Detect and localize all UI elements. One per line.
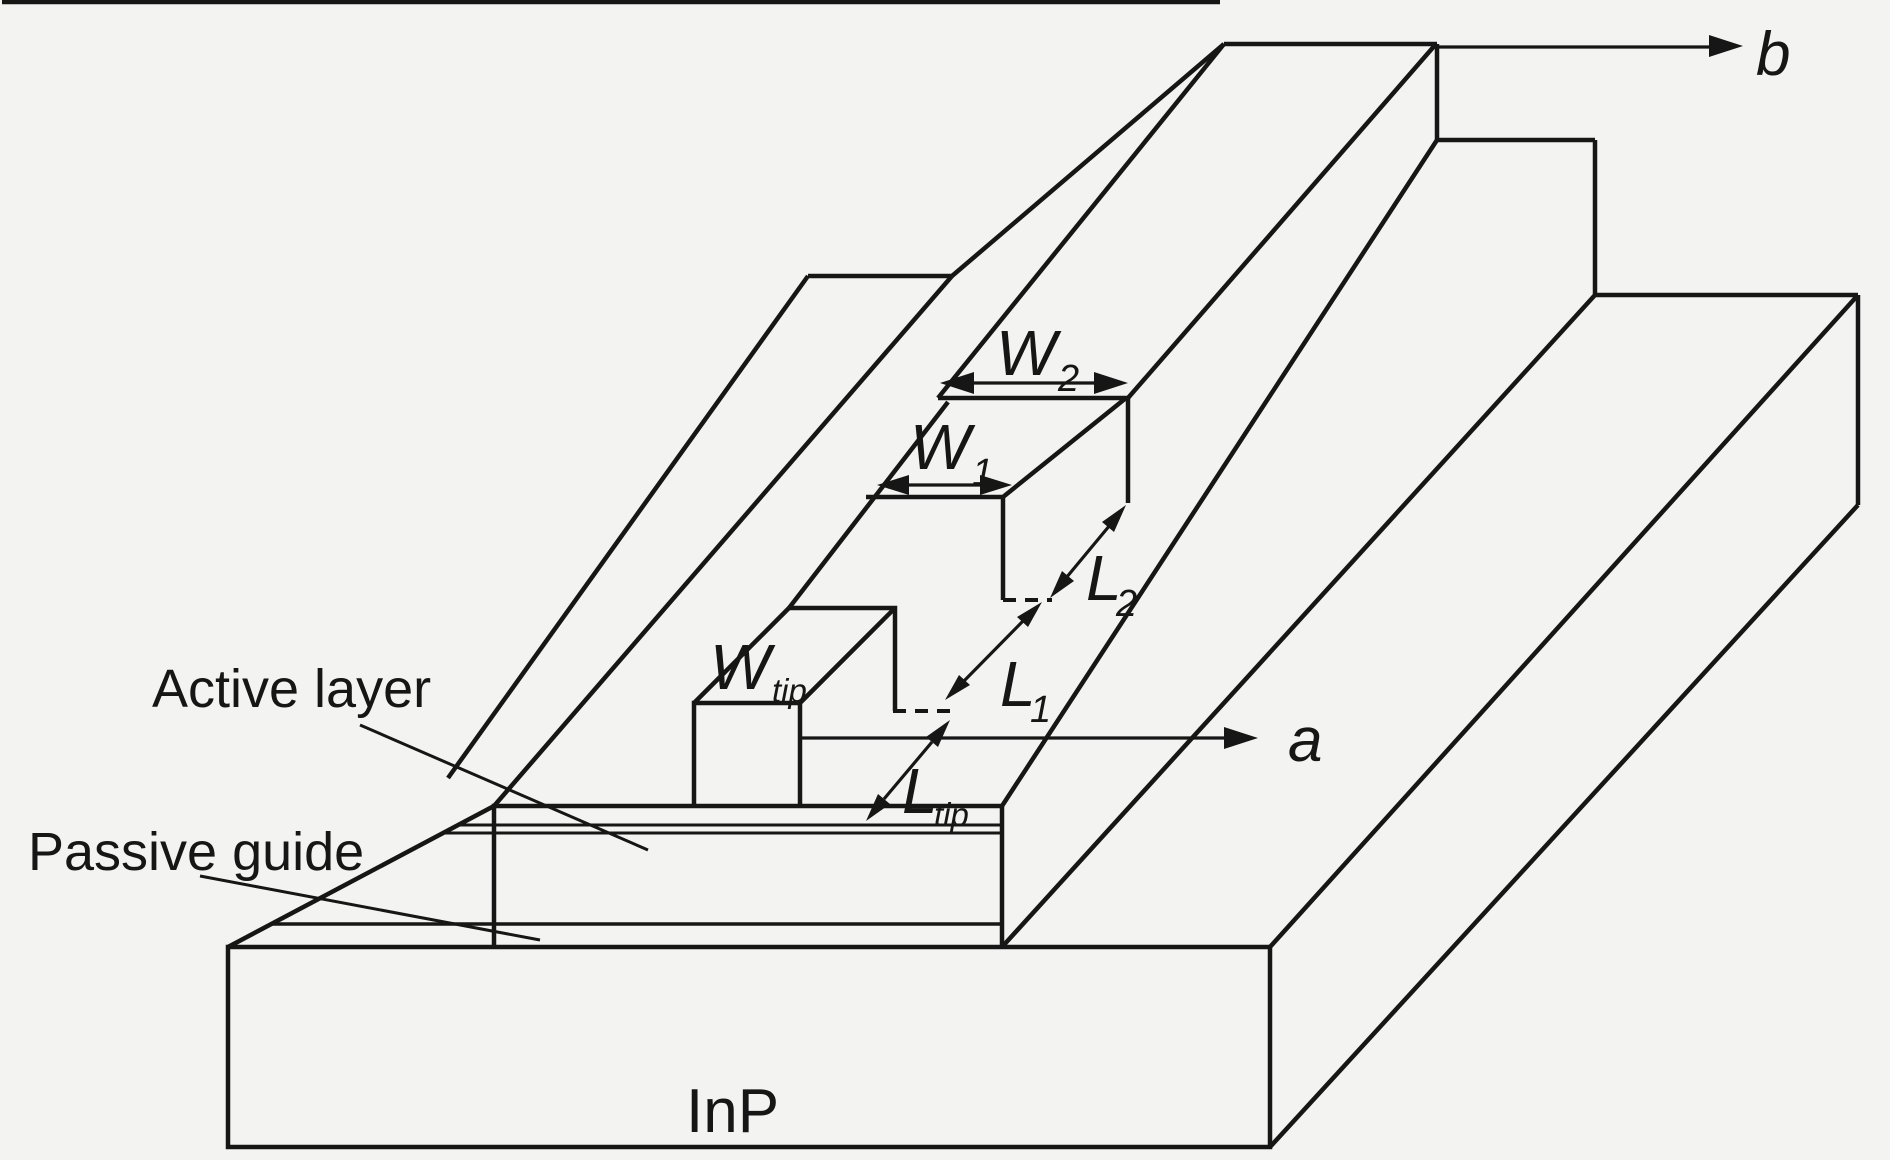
ltip-label: L — [902, 755, 938, 827]
w1-section-left-top-edge — [787, 400, 950, 610]
w1-right-arrowhead-icon — [980, 475, 1012, 495]
ltip-lower-arrowhead-icon — [866, 794, 890, 821]
l1-upper-arrowhead-icon — [1017, 602, 1042, 627]
l1-label: L — [1000, 648, 1036, 720]
left-shoulder-outer-top-edge — [446, 274, 810, 780]
w2-step-front-face — [866, 494, 1006, 600]
ltip-label-sub: tip — [934, 796, 969, 833]
right-shoulder-inner-top-edge — [1000, 138, 1439, 808]
l1-dimension-line — [961, 618, 1026, 684]
w2-ridge-right-top-edge — [1126, 42, 1438, 400]
tip-top-left-edge — [692, 606, 791, 705]
groove-left-back-edge — [950, 42, 1226, 278]
l2-label: L — [1086, 542, 1122, 614]
w2-left-arrowhead-icon — [940, 372, 974, 394]
w1-section-front-face — [789, 605, 898, 711]
w2-right-arrowhead-icon — [1094, 372, 1128, 394]
ltip-dimension-line — [882, 740, 934, 801]
axis-a-arrowhead-icon — [1224, 727, 1258, 749]
ltip-upper-arrowhead-icon — [926, 720, 950, 747]
left-shoulder-inner-top-edge — [492, 274, 954, 808]
passive-guide-leader-line — [199, 874, 541, 942]
w2-label-sub: 2 — [1057, 358, 1079, 400]
l1-label-sub: 1 — [1030, 689, 1051, 731]
axis-b-arrowhead-icon — [1709, 35, 1743, 57]
active-layer-leader-line — [359, 723, 649, 852]
w2-section-front-face — [938, 395, 1131, 503]
w2-label: W — [996, 317, 1062, 389]
wtip-label-sub: tip — [772, 672, 807, 709]
passive-guide-label: Passive guide — [28, 822, 364, 882]
w1-label-sub: 1 — [972, 452, 993, 494]
w2-ridge-left-top-edge — [936, 42, 1226, 400]
substrate-label: InP — [686, 1077, 779, 1146]
axis-b-label: b — [1756, 20, 1790, 89]
l2-upper-arrowhead-icon — [1102, 505, 1126, 532]
axis-a-label: a — [1288, 706, 1322, 775]
l2-dimension-line — [1064, 523, 1112, 580]
w1-left-arrowhead-icon — [877, 475, 909, 495]
l2-lower-arrowhead-icon — [1050, 571, 1074, 598]
tip-top-right-edge — [798, 606, 897, 705]
tip-front-face — [691, 700, 803, 806]
l1-lower-arrowhead-icon — [945, 675, 970, 700]
w1-section-right-top-edge — [1001, 396, 1128, 499]
inp-top-right-edge — [1268, 293, 1860, 949]
mesa-front-face — [491, 803, 1005, 947]
w1-label: W — [910, 411, 976, 483]
right-shoulder-base-edge — [1000, 293, 1597, 949]
inp-bottom-right-edge — [1268, 503, 1860, 1149]
l2-label-sub: 2 — [1115, 583, 1137, 625]
active-layer-label: Active layer — [152, 659, 431, 719]
wtip-label: W — [710, 631, 776, 703]
